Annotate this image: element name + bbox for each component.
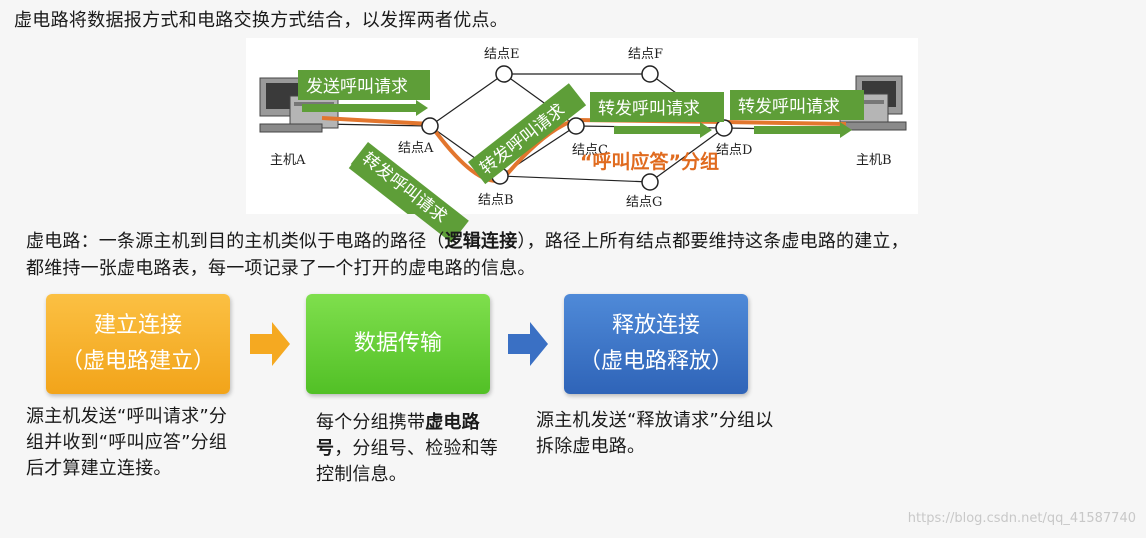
banner-forward-cd: 转发呼叫请求: [590, 92, 724, 138]
node-c: [567, 117, 585, 135]
node-e: [495, 65, 513, 83]
phase-release-subtitle: （虚电路释放）: [578, 349, 733, 374]
link-g-d: [649, 127, 725, 183]
flow-arrow-transfer-to-release-icon: [508, 322, 548, 366]
host-b-label: 主机B: [856, 153, 892, 168]
link-b-g: [499, 175, 651, 183]
logical-connection-term: 逻辑连接: [444, 231, 518, 252]
banner-send-call-request: 发送呼叫请求: [298, 70, 430, 116]
setup-description: 源主机发送“呼叫请求”分组并收到“呼叫应答”分组后才算建立连接。: [26, 406, 228, 479]
node-f: [641, 65, 659, 83]
virtual-circuit-definition: 虚电路：一条源主机到目的主机类似于电路的路径（逻辑连接），路径上所有结点都要维持…: [26, 228, 1126, 282]
flow-arrow-setup-to-transfer-icon: [250, 322, 290, 366]
release-description: 源主机发送“释放请求”分组以拆除虚电路。: [536, 410, 774, 457]
node-d-label: 结点D: [716, 143, 752, 158]
link-hosta-a: [321, 123, 431, 127]
phase-release-title: 释放连接: [611, 313, 700, 338]
intro-sentence: 虚电路将数据报方式和电路交换方式结合，以发挥两者优点。: [14, 10, 509, 31]
node-a-label: 结点A: [398, 141, 434, 156]
phase-transfer-box: 数据传输: [306, 294, 490, 394]
node-f-label: 结点F: [628, 47, 663, 62]
svg-text:转发呼叫请求: 转发呼叫请求: [738, 97, 840, 117]
node-g: [641, 173, 659, 191]
node-g-label: 结点G: [626, 195, 662, 210]
virtual-circuit-number-term: 虚电路号: [316, 412, 480, 459]
watermark-url: https://blog.csdn.net/qq_41587740: [907, 511, 1136, 526]
phase-setup-title: 建立连接: [93, 313, 182, 338]
node-e-label: 结点E: [484, 47, 520, 62]
node-c-label: 结点C: [572, 143, 608, 158]
definition-line-1: 虚电路：一条源主机到目的主机类似于电路的路径（逻辑连接），路径上所有结点都要维持…: [26, 231, 909, 252]
node-d: [715, 119, 733, 137]
banner-forward-bc: 转发呼叫请求: [467, 83, 587, 185]
phase-transfer-title: 数据传输: [353, 331, 442, 356]
phase-release-box: 释放连接 （虚电路释放）: [564, 294, 748, 394]
node-a: [421, 117, 439, 135]
call-reply-label: “呼叫应答”分组: [580, 150, 719, 173]
virtual-circuit-diagram: 主机A 主机B 结点A 结点B 结点C 结点D 结点E 结点F 结点G: [246, 38, 918, 214]
node-b-label: 结点B: [478, 193, 514, 208]
transfer-description: 每个分组携带虚电路号，分组号、检验和等控制信息。: [316, 412, 499, 485]
svg-text:转发呼叫请求: 转发呼叫请求: [598, 99, 700, 119]
definition-line-2: 都维持一张虚电路表，每一项记录了一个打开的虚电路的信息。: [26, 258, 536, 279]
link-a-e: [429, 73, 505, 127]
phase-setup-box: 建立连接 （虚电路建立）: [46, 294, 230, 394]
host-a-label: 主机A: [270, 153, 306, 168]
phase-setup-subtitle: （虚电路建立）: [60, 349, 215, 374]
svg-text:发送呼叫请求: 发送呼叫请求: [306, 77, 408, 97]
banner-forward-d-hostb: 转发呼叫请求: [730, 90, 864, 138]
